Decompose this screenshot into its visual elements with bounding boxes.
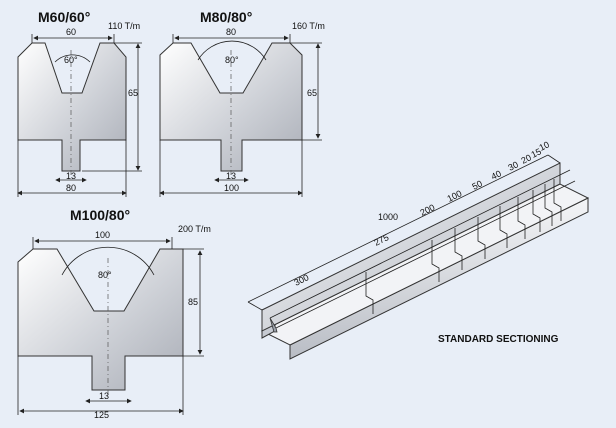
die2-top-width: 80 [226,27,236,37]
die1-top-width: 60 [66,27,76,37]
section-30: 30 [506,159,519,172]
die3-capacity: 200 T/m [178,224,211,234]
die3-base: 125 [94,410,109,420]
die-m60-60: M60/60° 60° 60 110 T/m 65 13 80 [17,9,142,197]
die3-profile [17,248,184,391]
die1-angle: 60° [64,55,78,65]
die2-height: 65 [307,88,317,98]
die1-capacity: 110 T/m [108,21,140,31]
die1-height: 65 [128,88,138,98]
die3-angle: 80° [98,270,112,280]
section-50: 50 [470,178,483,191]
die2-base: 100 [224,183,239,193]
section-100: 100 [445,188,463,204]
section-10: 10 [537,139,550,152]
standard-sectioning: 300 1000 275 200 100 50 40 30 20 15 10 S… [247,139,590,360]
section-15: 15 [529,146,542,159]
segment-breaks [365,179,562,314]
die2-slot: 13 [226,171,236,181]
section-300: 300 [292,272,310,288]
die1-angle-arc [54,54,91,63]
section-1000: 1000 [378,212,398,222]
section-20: 20 [519,152,532,165]
section-40: 40 [489,168,502,181]
die3-angle-arc [61,246,155,276]
die-m80-80: M80/80° 80° 80 160 T/m 65 13 100 [159,9,325,197]
die2-capacity: 160 T/m [292,21,325,31]
die1-slot: 13 [66,171,76,181]
die2-title: M80/80° [200,9,252,25]
die1-profile [17,42,127,172]
die2-angle: 80° [225,55,239,65]
bar-side-face [261,162,561,332]
die2-angle-arc [197,40,267,61]
die3-height: 85 [188,297,198,307]
die1-title: M60/60° [38,9,90,25]
bar-v-groove-end [269,317,278,333]
die3-slot: 13 [99,391,109,401]
section-275: 275 [372,232,390,248]
die3-top-width: 100 [95,230,110,240]
die1-base: 80 [66,183,76,193]
section-200: 200 [418,202,436,218]
die3-title: M100/80° [70,207,130,223]
die-m100-80: M100/80° 80° 100 200 T/m 85 13 125 [17,207,211,420]
sectioning-caption: STANDARD SECTIONING [438,334,559,345]
